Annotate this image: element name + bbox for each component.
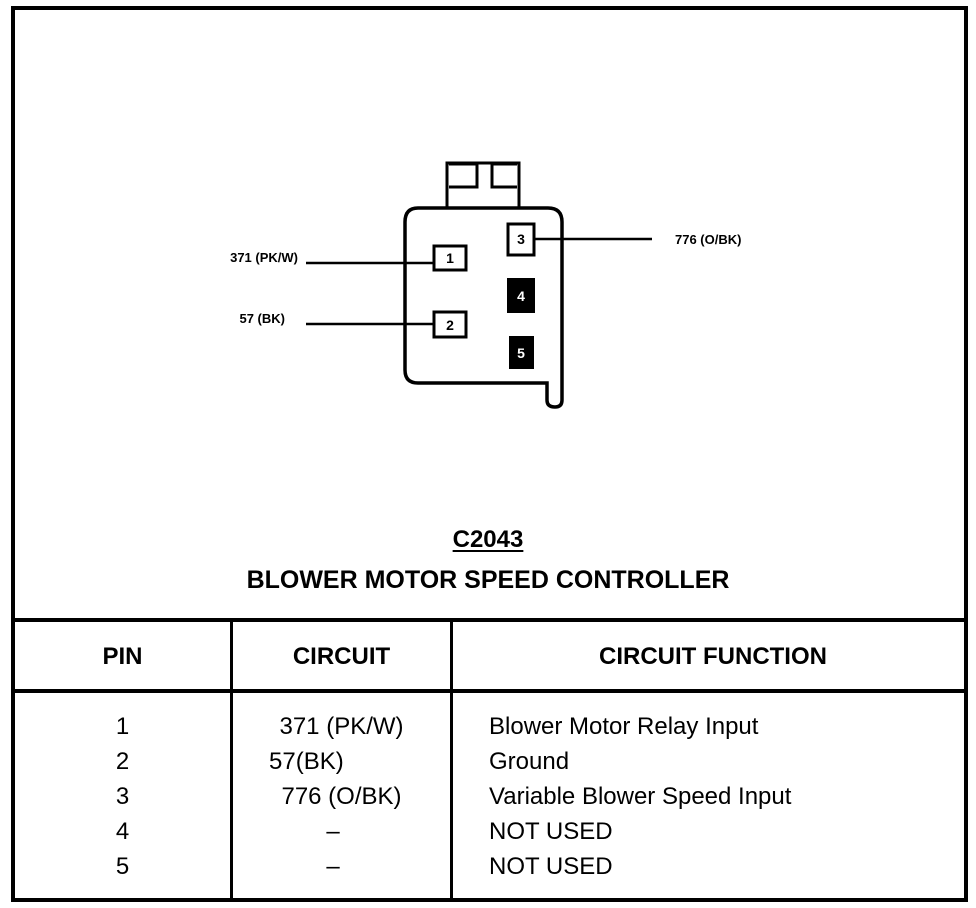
svg-text:3: 3 xyxy=(517,231,525,247)
connector-name: BLOWER MOTOR SPEED CONTROLLER xyxy=(246,566,730,594)
connector-id-text: C2043 xyxy=(452,526,524,553)
pin-1: 1 xyxy=(432,244,468,272)
cell-circuit: 57(BK) xyxy=(269,748,344,775)
header-circuit-function: CIRCUIT FUNCTION xyxy=(599,643,827,670)
svg-text:1: 1 xyxy=(446,250,454,266)
pin-3: 3 xyxy=(506,222,536,257)
svg-text:5: 5 xyxy=(517,345,525,361)
header-bottom-divider xyxy=(11,689,964,693)
connector-id: C2043 xyxy=(0,526,976,554)
cell-circuit: 776 (O/BK) xyxy=(281,783,402,810)
cell-pin: 1 xyxy=(115,713,130,740)
connector-latch xyxy=(445,161,521,210)
cell-pin: 5 xyxy=(115,853,130,880)
cell-function: Variable Blower Speed Input xyxy=(489,783,792,810)
svg-text:2: 2 xyxy=(446,317,454,333)
cell-function: Ground xyxy=(489,748,570,775)
column-divider-1 xyxy=(230,618,233,898)
cell-function: NOT USED xyxy=(489,818,613,845)
connector-diagram: 371 (PK/W) 57 (BK) 776 (O/BK) 1 2 3 4 5 xyxy=(230,161,741,409)
header-pin: PIN xyxy=(102,643,143,670)
column-divider-2 xyxy=(450,618,453,898)
header-circuit: CIRCUIT xyxy=(292,643,391,670)
wire-label-pin-2: 57 (BK) xyxy=(239,311,285,326)
cell-function: NOT USED xyxy=(489,853,613,880)
table-top-divider xyxy=(11,618,964,622)
cell-pin: 2 xyxy=(115,748,130,775)
cell-pin: 3 xyxy=(115,783,130,810)
cell-circuit: 371 (PK/W) xyxy=(279,713,404,740)
pin-4: 4 xyxy=(507,278,535,313)
wire-label-pin-1: 371 (PK/W) xyxy=(230,250,298,265)
cell-function: Blower Motor Relay Input xyxy=(489,713,759,740)
cell-circuit: – xyxy=(326,853,340,880)
pin-5: 5 xyxy=(509,336,534,369)
pin-2: 2 xyxy=(432,310,468,339)
cell-pin: 4 xyxy=(115,818,130,845)
svg-text:4: 4 xyxy=(517,288,525,304)
outer-frame xyxy=(11,6,968,902)
wire-label-pin-3: 776 (O/BK) xyxy=(675,232,741,247)
cell-circuit: – xyxy=(326,818,340,845)
